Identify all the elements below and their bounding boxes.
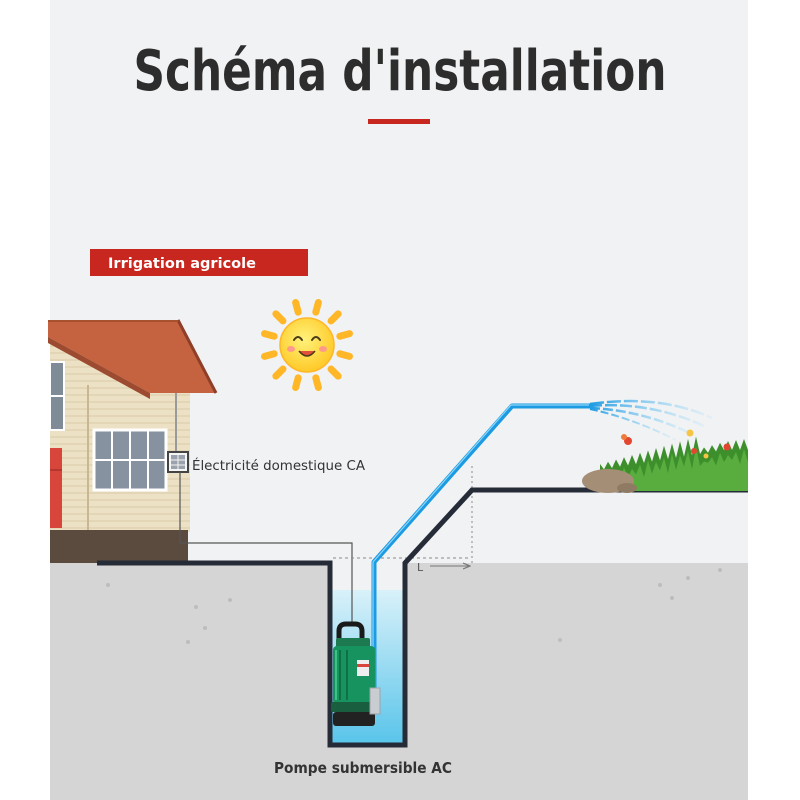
banner-background [90,249,308,276]
ground-pebble [203,626,207,630]
rock [617,483,637,493]
sun-ray [312,298,322,316]
title-underline [368,119,430,124]
ground-pebble [186,640,190,644]
house-roof-gable-edge [176,319,218,394]
ground-pebble [194,605,198,609]
flower [723,443,731,451]
flower [621,434,627,440]
ground-pebble [686,576,690,580]
house-door [50,448,62,528]
ground-pebble [658,583,662,587]
banner-label: Irrigation agricole [108,256,256,272]
sun-smile [298,350,316,357]
application-banner: Irrigation agricole [90,249,308,276]
sun-ray [336,330,354,340]
sun-right-cheek [319,346,327,352]
outlet-pipe [371,403,590,690]
pump-outlet [369,687,381,715]
ground-pebble [228,598,232,602]
flower [691,448,697,454]
flower [703,453,709,459]
electrical-box-icon [167,451,189,473]
spray-stream [589,406,693,436]
pump-motor-ring [331,702,377,712]
sun-disc [279,317,335,373]
ground-pebble [558,638,562,642]
page-title: Schéma d'installation [134,39,667,104]
sun-ray [292,374,302,392]
sun-ray [272,310,287,325]
sun-ray [327,365,342,380]
spray-stream [589,399,713,420]
sun-ray [292,298,302,316]
power-source-label: Électricité domestique CA [192,458,365,474]
sun-ray [312,374,322,392]
sun-ray [260,350,278,360]
sun-ray [327,310,342,325]
sun-right-eye [311,336,321,341]
ground-outline [97,487,748,748]
pump-label-stripe [357,664,369,667]
house-front-window [92,428,168,492]
sun-ray [272,365,287,380]
ground-pebble [106,583,110,587]
sun-ray [260,330,278,340]
spray-stream [589,408,677,441]
ground-pebble [718,568,722,572]
sun-left-cheek [287,346,295,352]
water-spray-icon [589,399,713,441]
ground-pebble [670,596,674,600]
pump-label: Pompe submersible AC [274,759,452,777]
pump-label-plate [357,660,369,676]
power-cable [179,472,353,626]
ground-texture [106,568,722,644]
pump-base [333,712,375,726]
house-roof [48,320,216,393]
outlet-pipe-highlight [372,404,589,688]
dimension-label: L [417,561,424,574]
grass-highlight [606,446,748,491]
sun-left-eye [293,336,303,341]
grass-field-icon [582,429,748,493]
sun-icon [260,298,354,392]
sun-ray [336,350,354,360]
house-icon [48,319,218,563]
house-roof-edge [48,337,150,399]
flower [686,429,694,437]
house-foundation [50,530,188,563]
submersible-pump-icon [331,621,381,726]
sun-rays [260,298,354,392]
pump-top-cap [336,638,370,648]
pump-handle [336,621,365,641]
